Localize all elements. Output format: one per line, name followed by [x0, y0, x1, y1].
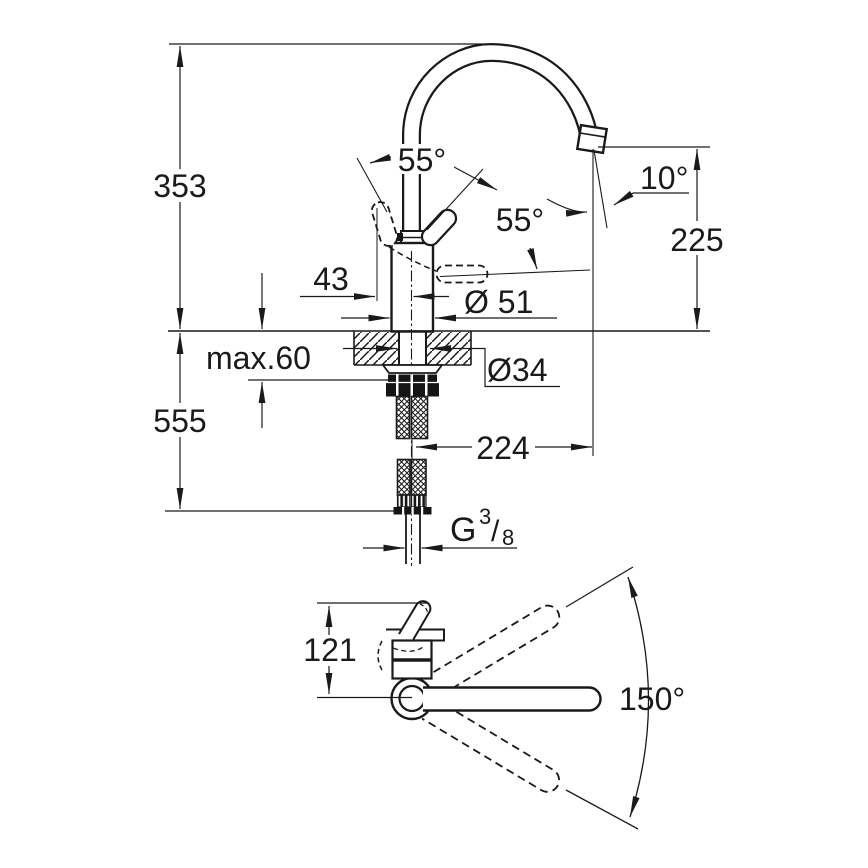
thread-letter: G [450, 511, 476, 549]
dim-555-label: 555 [153, 403, 206, 439]
swivel-arc [627, 576, 650, 818]
dimension-lines-side [165, 43, 710, 552]
dimension-lines-plan [317, 566, 650, 830]
thread-slash: / [491, 515, 500, 548]
handle-pivot [397, 233, 403, 241]
dim-55deg-upper-label: 55° [398, 142, 446, 178]
dim-121-label: 121 [303, 632, 356, 668]
dim-55deg-mid-label: 55° [496, 202, 544, 238]
dim-150deg-label: 150° [619, 681, 685, 717]
dimension-labels: 353 555 max.60 43 Ø 51 Ø34 225 224 10° 5… [153, 142, 723, 717]
faucet-side-view [371, 42, 609, 566]
dim-max60-label: max.60 [206, 340, 311, 376]
label-backgrounds [149, 144, 727, 666]
dim-43-label: 43 [313, 261, 349, 297]
spout-swivel-dashed-lower [421, 697, 560, 793]
faucet-body [390, 241, 435, 333]
thread-denominator: 8 [502, 525, 514, 550]
handle-position-diagonal [420, 208, 458, 247]
handle-position-forward-dashed [435, 264, 489, 284]
thread-numerator: 3 [479, 504, 491, 529]
dim-225-label: 225 [670, 222, 723, 258]
handle-swing-arc-dashed [388, 246, 437, 272]
outlet-tilt-line [593, 149, 608, 229]
dim-diameter34-label: Ø34 [487, 352, 547, 388]
swivel-base-inner [398, 684, 426, 713]
thread-size-label: G 3 / 8 [450, 504, 514, 550]
spout-swivel-dashed-upper [421, 604, 561, 700]
aerator [575, 123, 609, 155]
mounting-hardware [381, 364, 444, 564]
dim-diameter51-label: Ø 51 [464, 284, 533, 320]
dim-10deg-label: 10° [640, 160, 688, 196]
dim-353-label: 353 [153, 168, 206, 204]
spout-outline [402, 42, 600, 246]
dim-224-label: 224 [476, 430, 529, 466]
spout-plan-solid [423, 686, 602, 712]
faucet-plan-view [317, 566, 650, 830]
